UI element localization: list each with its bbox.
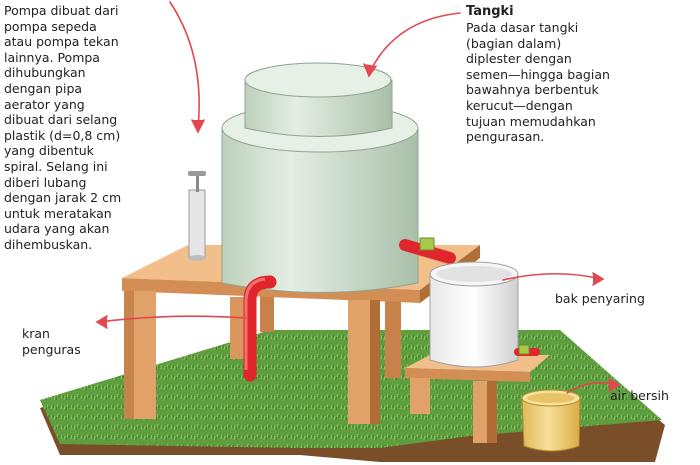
arrow-air-head — [608, 378, 621, 392]
annotation-line: kerucut—dengan — [466, 97, 573, 113]
arrow-kran — [98, 315, 247, 323]
annotation-arrows — [95, 1, 621, 394]
annotation-line: lainnya. Pompa — [4, 49, 100, 65]
annotation-line: atau pompa tekan — [4, 34, 119, 50]
hand-pump — [188, 171, 206, 261]
annotation-line: dibuat dari selang — [4, 112, 118, 128]
tank-annotation: Tangki Pada dasar tangki(bagian dalam)di… — [466, 4, 610, 145]
annotation-line: Pompa dibuat dari — [4, 3, 119, 18]
tank-description: Pada dasar tangki(bagian dalam)diplester… — [466, 20, 610, 145]
annotation-line: untuk meratakan — [4, 205, 112, 221]
tank-title: Tangki — [466, 4, 514, 19]
annotation-line: pengurasan. — [466, 129, 545, 145]
water-tank — [221, 62, 419, 293]
annotation-line: bawahnya berbentuk — [466, 82, 599, 98]
arrow-kran-head — [95, 315, 108, 329]
annotation-line: udara yang akan — [4, 221, 110, 237]
annotation-line: dengan jarak 2 cm — [4, 190, 122, 206]
clean-water-label: air bersih — [610, 388, 669, 403]
clean-water-bucket — [521, 389, 581, 452]
annotation-line: dengan pipa — [4, 80, 83, 96]
annotation-line: plastik (d=0,8 cm) — [4, 127, 121, 143]
arrow-bak — [502, 272, 602, 281]
annotation-line: dihembuskan. — [4, 236, 93, 252]
annotation-line: dihubungkan — [4, 65, 86, 81]
filter-basin-label: bak penyaring — [555, 291, 645, 306]
annotation-line: aerator yang — [4, 96, 85, 112]
drain-pipe — [243, 275, 277, 382]
outlet-pipe — [399, 237, 456, 264]
arrow-pompa-head — [191, 119, 205, 134]
arrow-pompa — [169, 1, 200, 129]
annotation-line: spiral. Selang ini — [4, 158, 108, 174]
annotation-line: kran — [22, 326, 50, 341]
annotation-line: diberi lubang — [4, 174, 87, 190]
arrow-tangki — [369, 12, 461, 73]
arrow-tangki-head — [363, 63, 377, 78]
annotation-line: diplester dengan — [466, 51, 572, 67]
annotation-line: Pada dasar tangki — [466, 20, 579, 35]
annotation-line: penguras — [22, 341, 81, 357]
annotation-line: yang dibentuk — [4, 143, 94, 159]
annotation-line: tujuan memudahkan — [466, 113, 596, 129]
filter-basin — [429, 261, 540, 368]
arrow-bak-head — [592, 272, 605, 286]
annotation-line: (bagian dalam) — [466, 35, 562, 51]
annotation-line: pompa sepeda — [4, 18, 97, 34]
table-legs-back — [260, 292, 401, 378]
annotation-line: semen—hingga bagian — [466, 66, 610, 82]
